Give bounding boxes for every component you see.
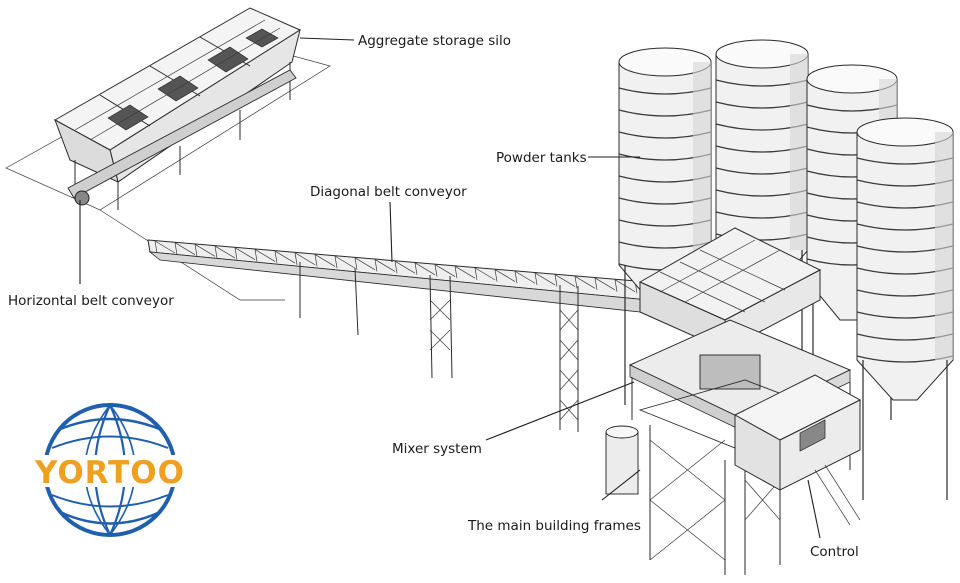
label-horizontal-belt-conveyor: Horizontal belt conveyor xyxy=(8,293,174,309)
globe-icon xyxy=(36,403,184,537)
label-mixer-system: Mixer system xyxy=(392,441,482,457)
yortoo-logo: YORTOO xyxy=(34,403,185,537)
control-room xyxy=(733,374,862,526)
logo-text: YORTOO xyxy=(34,455,185,491)
aggregate-storage-silo xyxy=(5,7,331,301)
label-diagonal-belt-conveyor: Diagonal belt conveyor xyxy=(310,184,467,200)
label-powder-tanks: Powder tanks xyxy=(496,150,587,166)
main-building xyxy=(605,227,852,575)
label-control: Control xyxy=(810,544,859,560)
label-main-building-frames: The main building frames xyxy=(467,518,641,534)
silo-4 xyxy=(856,117,954,500)
callout-lines xyxy=(79,37,821,539)
silo-1 xyxy=(618,47,712,405)
diagonal-belt-conveyor xyxy=(147,239,656,432)
label-aggregate-storage-silo: Aggregate storage silo xyxy=(358,33,511,49)
